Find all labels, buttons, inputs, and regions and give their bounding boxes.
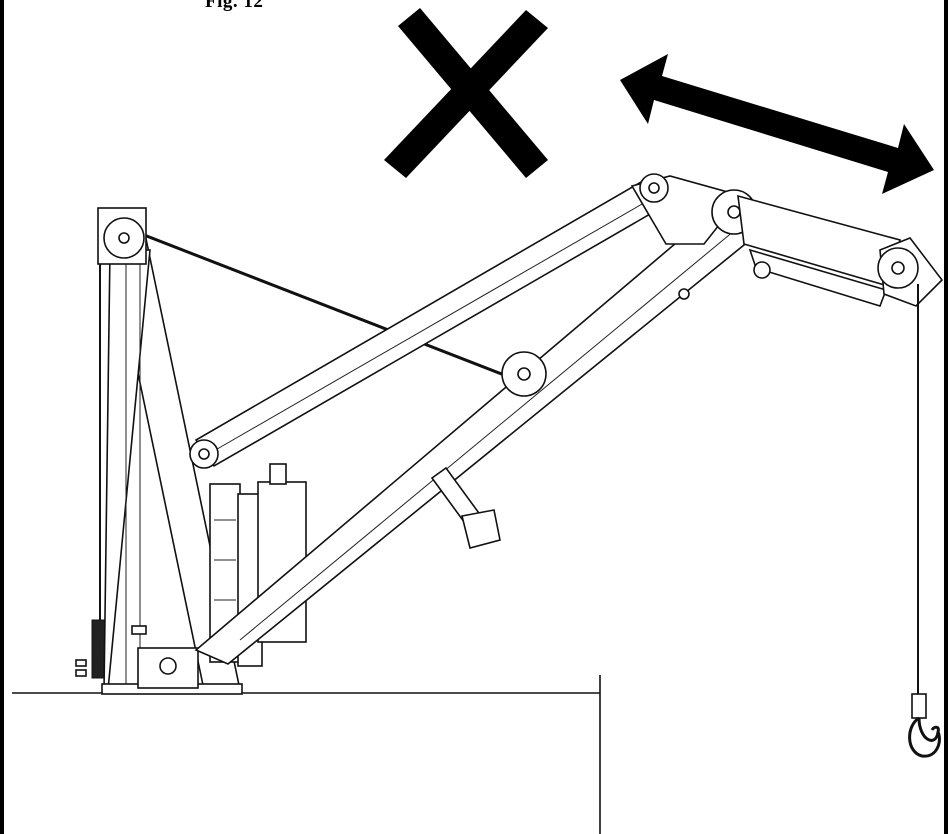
main-boom [194,202,762,665]
figure-caption: Fig. 12 [205,0,264,12]
cable-drum-coil [75,619,107,679]
lifting-hook [908,693,941,758]
double-headed-arrow-icon [620,54,934,194]
platform-block [12,675,601,834]
x-mark-icon [384,8,548,178]
jib-extension [678,194,901,307]
luffing-cable [125,226,513,380]
boom-mid-pulley [501,351,547,397]
base-foot [131,625,199,689]
jib-tip-pulley [877,237,944,307]
foot-pedal [430,466,501,549]
boom-joint [630,173,757,245]
mast-top-pulley [97,207,147,265]
